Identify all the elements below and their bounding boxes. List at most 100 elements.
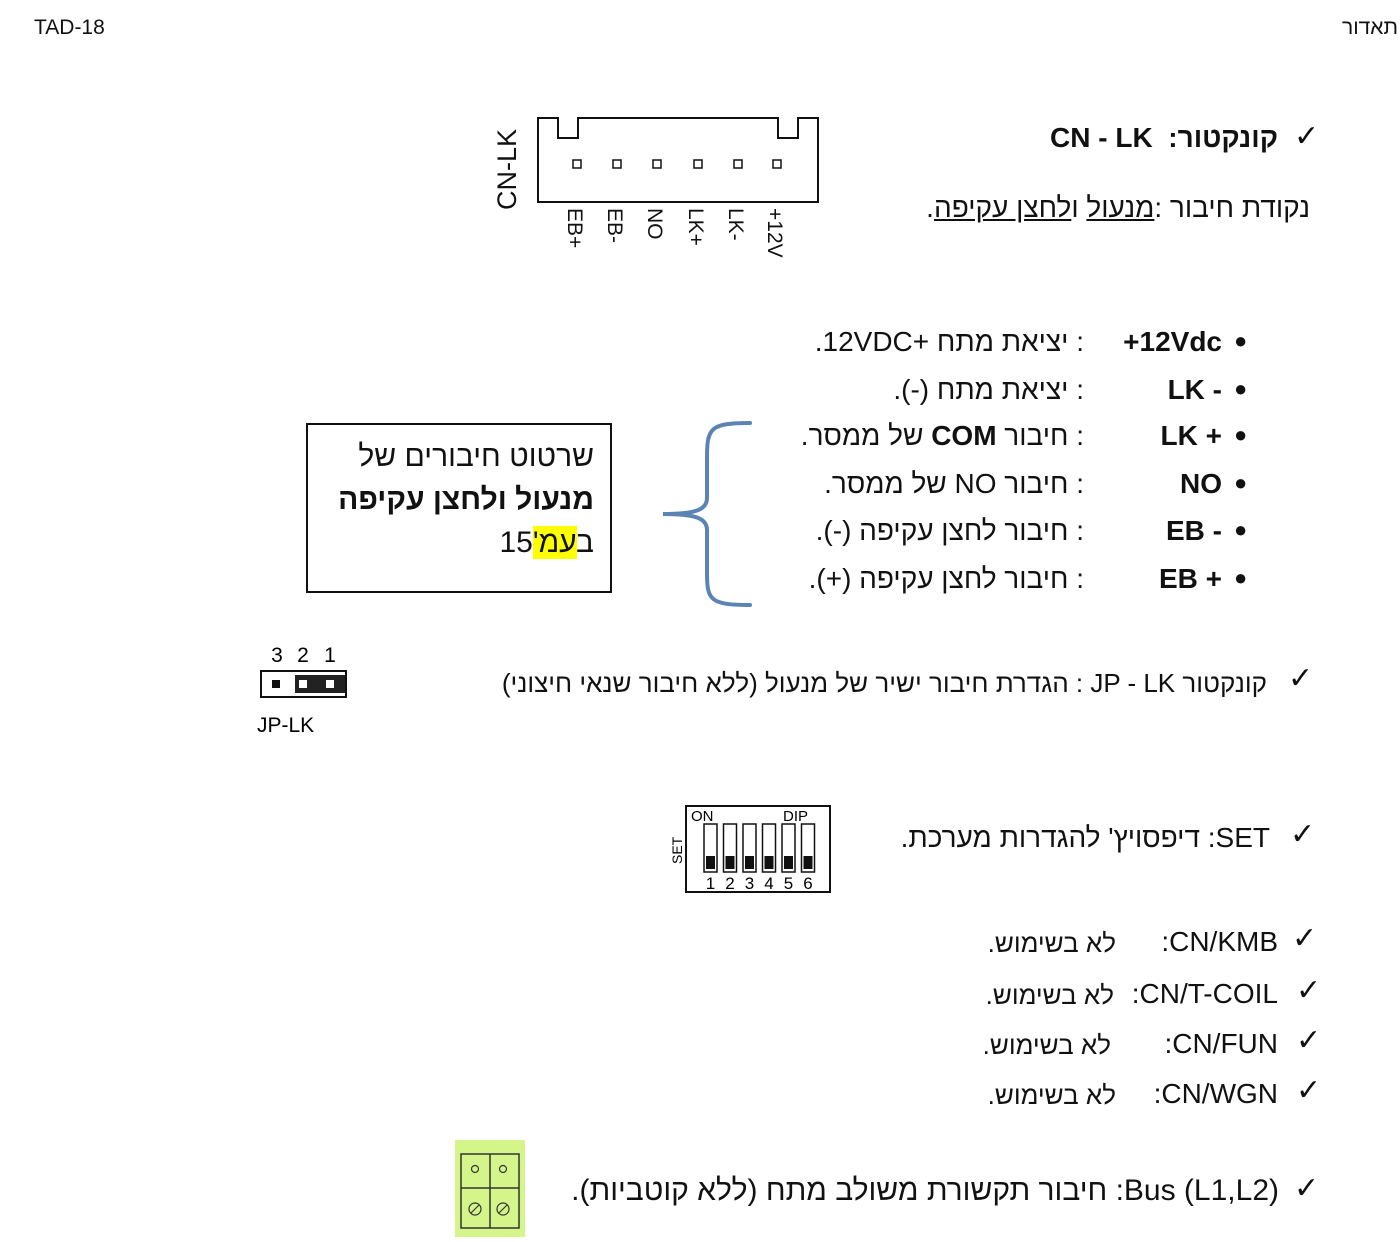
jplk-num-1: 1: [324, 644, 336, 667]
bus-desc: : חיבור תקשורת משולב מתח (ללא קוטביות).: [571, 1174, 1124, 1207]
pin-description-post: של ממסר.: [800, 420, 932, 451]
checkmark-icon: ✓: [1288, 662, 1314, 695]
dip-switch-number: 5: [784, 874, 793, 893]
cnlk-subtitle-end: .: [926, 192, 934, 223]
unused-connector-desc: לא בשימוש.: [987, 928, 1116, 958]
cnlk-title: קונקטור: CN - LK: [1050, 122, 1278, 154]
bus-terminal-diagram: [455, 1140, 525, 1237]
bullet-icon: ●: [1234, 328, 1248, 353]
dip-switch-knob: [803, 856, 813, 869]
pin-name: +12Vdc: [1123, 326, 1222, 357]
pin-name: EB +: [1158, 563, 1222, 594]
cnlk-subtitle: נקודת חיבור :מנעול ולחצן עקיפה.: [926, 192, 1310, 224]
dip-switch-knob: [706, 856, 715, 869]
unused-connector-code: :CN/T-COIL: [1132, 978, 1278, 1010]
checkmark-icon: ✓: [1296, 1024, 1322, 1057]
cnlk-pin-square: [652, 159, 662, 169]
set-code: SET: [1215, 822, 1270, 853]
terminal-block-icon: [460, 1153, 520, 1229]
checkmark-icon: ✓: [1292, 922, 1318, 955]
jplk-num-3: 3: [271, 644, 283, 667]
dip-switch-number: 2: [725, 874, 734, 893]
cnlk-subtitle-and: ו: [1071, 192, 1087, 223]
pin-name: LK -: [1167, 374, 1222, 405]
cnlk-pin-square: [693, 159, 703, 169]
cnlk-diagram-label: CN-LK: [492, 129, 522, 210]
set-desc: : דיפסויץ' להגדרות מערכת.: [900, 822, 1216, 853]
cnlk-pin-squares: [572, 159, 782, 169]
cnlk-pin-label: NO: [643, 208, 666, 240]
dip-switch-number: 1: [706, 874, 715, 893]
dip-set-label: SET: [669, 836, 685, 864]
colon: :: [1131, 978, 1140, 1009]
pin-description: : חיבור לחצן עקיפה (-).: [815, 515, 1084, 546]
pin-name: LK +: [1160, 420, 1222, 451]
dip-switch: [722, 823, 738, 873]
dip-switch: [761, 823, 777, 873]
bus-line: Bus (L1,L2): חיבור תקשורת משולב מתח (ללא…: [571, 1174, 1279, 1208]
cnlk-pin-square: [612, 159, 622, 169]
jplk-jumper-diagram: 3 2 1 JP-LK: [257, 644, 347, 737]
checkmark-icon: ✓: [1296, 1074, 1322, 1107]
cnlk-title-prefix: קונקטור:: [1168, 122, 1278, 153]
pin-description: : יציאת מתח +12VDC.: [814, 326, 1084, 357]
colon: :: [1164, 1028, 1173, 1059]
dip-switch-knob: [764, 856, 774, 869]
unused-connector-name: CN/FUN: [1172, 1028, 1278, 1059]
unused-connector-code: :CN/WGN: [1154, 1078, 1278, 1110]
cnlk-subtitle-lock: מנעול: [1086, 192, 1155, 223]
unused-connector-desc: לא בשימוש.: [987, 1080, 1116, 1110]
cnlk-pin-label: LK+: [684, 208, 707, 246]
cnlk-pin-square: [572, 159, 582, 169]
unused-connector-name: CN/T-COIL: [1139, 978, 1278, 1009]
bus-code: Bus (L1,L2): [1123, 1174, 1279, 1207]
jplk-desc: : הגדרת חיבור ישיר של מנעול (ללא חיבור ש…: [501, 668, 1091, 698]
dip-switch-number: 6: [803, 874, 812, 893]
dip-switch: [800, 823, 816, 873]
checkmark-icon: ✓: [1296, 974, 1322, 1007]
jplk-num-2: 2: [297, 644, 309, 667]
cnlk-pin-square: [733, 159, 743, 169]
cnlk-title-code: CN - LK: [1050, 122, 1153, 153]
jplk-code: JP - LK: [1090, 668, 1176, 698]
pin-description: : חיבור NO של ממסר.: [824, 468, 1084, 499]
note-line-3-prefix: ב: [576, 526, 594, 559]
set-line: SET: דיפסויץ' להגדרות מערכת.: [901, 822, 1270, 854]
bullet-icon: ●: [1234, 517, 1248, 542]
header-company: תאדור: [1341, 16, 1398, 39]
colon: :: [1153, 1078, 1162, 1109]
cnlk-subtitle-prefix: נקודת חיבור :: [1154, 192, 1310, 223]
colon: :: [1161, 926, 1170, 957]
cnlk-pin-label: EB-: [603, 208, 626, 243]
cnlk-subtitle-bypass: לחצן עקיפה: [933, 192, 1072, 223]
checkmark-icon: ✓: [1294, 120, 1320, 153]
note-line-1: שרטוט חיבורים של: [358, 440, 594, 473]
dip-dip-label: DIP: [783, 808, 808, 825]
note-line-3: בעמ'15: [308, 521, 594, 564]
dip-switch-knob: [784, 856, 793, 869]
dip-switch: [703, 823, 718, 873]
bullet-icon: ●: [1234, 376, 1248, 401]
pin-name: EB -: [1166, 515, 1222, 546]
cnlk-pin-label: EB+: [563, 208, 586, 248]
dip-switch: [781, 823, 796, 873]
unused-connector-code: :CN/FUN: [1164, 1028, 1278, 1060]
pin-description: : חיבור לחצן עקיפה (+).: [808, 563, 1084, 594]
unused-connector-code: :CN/KMB: [1161, 926, 1278, 958]
dip-switch-knob: [725, 856, 735, 869]
checkmark-icon: ✓: [1290, 818, 1316, 851]
bullet-icon: ●: [1234, 470, 1248, 495]
dip-switch-number: 4: [764, 874, 773, 893]
pin-description: : חיבור COM של ממסר.: [801, 420, 1084, 452]
cnlk-pin-label: LK-: [724, 208, 747, 241]
bullet-icon: ●: [1234, 565, 1248, 590]
jplk-line: קונקטור JP - LK : הגדרת חיבור ישיר של מנ…: [502, 668, 1267, 699]
unused-connector-name: CN/WGN: [1161, 1078, 1278, 1109]
header-doc-code: TAD-18: [34, 16, 105, 39]
cnlk-pin-square: [772, 159, 782, 169]
unused-connector-desc: לא בשימוש.: [982, 1030, 1111, 1060]
checkmark-icon: ✓: [1294, 1172, 1320, 1205]
